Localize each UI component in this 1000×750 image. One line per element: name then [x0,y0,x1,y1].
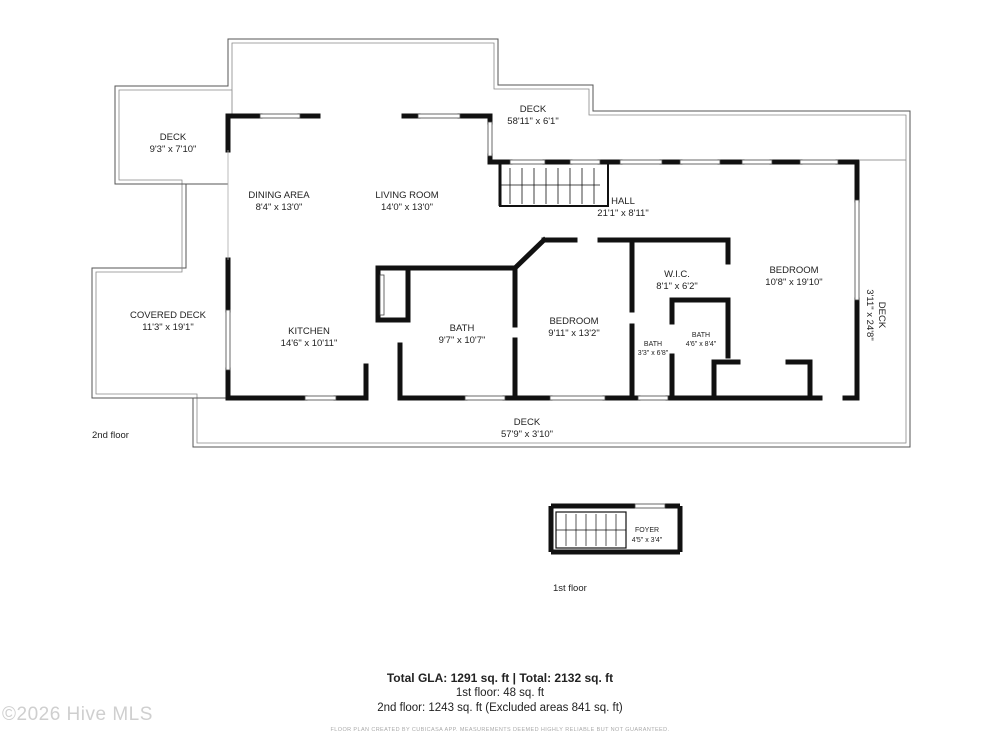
room-dim-bath-2: 3'3" x 6'8" [638,350,669,357]
summary-total: Total GLA: 1291 sq. ft | Total: 2132 sq.… [386,671,614,685]
room-dim-deck-top: 58'11" x 6'1" [507,116,558,127]
room-name-bath-2: BATH [644,341,662,348]
room-name-living: LIVING ROOM [375,190,438,201]
room-dim-hall: 21'1" x 8'11" [597,208,648,219]
foyer-plan [548,503,683,555]
floor-label-2nd: 2nd floor [92,430,129,441]
room-dim-covered-deck: 11'3" x 19'1" [142,322,193,333]
room-name-kitchen: KITCHEN [288,326,330,337]
room-name-deck-left: DECK [160,132,187,143]
room-dim-dining: 8'4" x 13'0" [256,202,303,213]
disclaimer: FLOOR PLAN CREATED BY CUBICASA APP. MEAS… [330,727,670,733]
room-name-dining: DINING AREA [248,190,310,201]
room-dim-deck-bottom: 57'9" x 3'10" [501,429,553,440]
room-dim-deck-right: 3'11" x 24'8" [864,289,875,340]
room-dim-bath-3: 4'6" x 8'4" [686,341,717,348]
room-name-deck-top: DECK [520,104,547,115]
room-name-foyer: FOYER [635,527,659,534]
room-dim-deck-left: 9'3" x 7'10" [150,144,197,155]
walls [225,113,860,401]
room-name-hall: HALL [611,196,635,207]
room-name-covered-deck: COVERED DECK [130,310,207,321]
deck-outlines [91,38,911,448]
room-name-bedroom-1: BEDROOM [549,316,598,327]
room-name-bedroom-2: BEDROOM [769,265,818,276]
summary-2nd-floor: 2nd floor: 1243 sq. ft (Excluded areas 8… [377,702,623,714]
summary-1st-floor: 1st floor: 48 sq. ft [455,687,545,699]
room-dim-wic: 8'1" x 6'2" [656,281,698,292]
room-name-bath-3: BATH [692,332,710,339]
room-dim-living: 14'0" x 13'0" [381,202,433,213]
room-name-deck-right: DECK [876,302,887,329]
room-dim-bedroom-2: 10'8" x 19'10" [765,277,822,288]
room-labels: DECK 58'11" x 6'1" DECK 9'3" x 7'10" DIN… [92,104,887,594]
stairs-2nd-floor [498,164,609,207]
windows [225,113,860,401]
watermark: ©2026 Hive MLS [2,704,153,725]
area-summary: Total GLA: 1291 sq. ft | Total: 2132 sq.… [250,671,750,716]
room-dim-bedroom-1: 9'11" x 13'2" [548,328,599,339]
room-name-bath-1: BATH [450,323,475,334]
room-dim-kitchen: 14'6" x 10'11" [281,338,338,349]
room-dim-bath-1: 9'7" x 10'7" [439,335,486,346]
room-name-deck-bottom: DECK [514,417,541,428]
room-dim-foyer: 4'5" x 3'4" [632,537,663,544]
floor-label-1st: 1st floor [553,583,587,594]
room-name-wic: W.I.C. [664,269,690,280]
